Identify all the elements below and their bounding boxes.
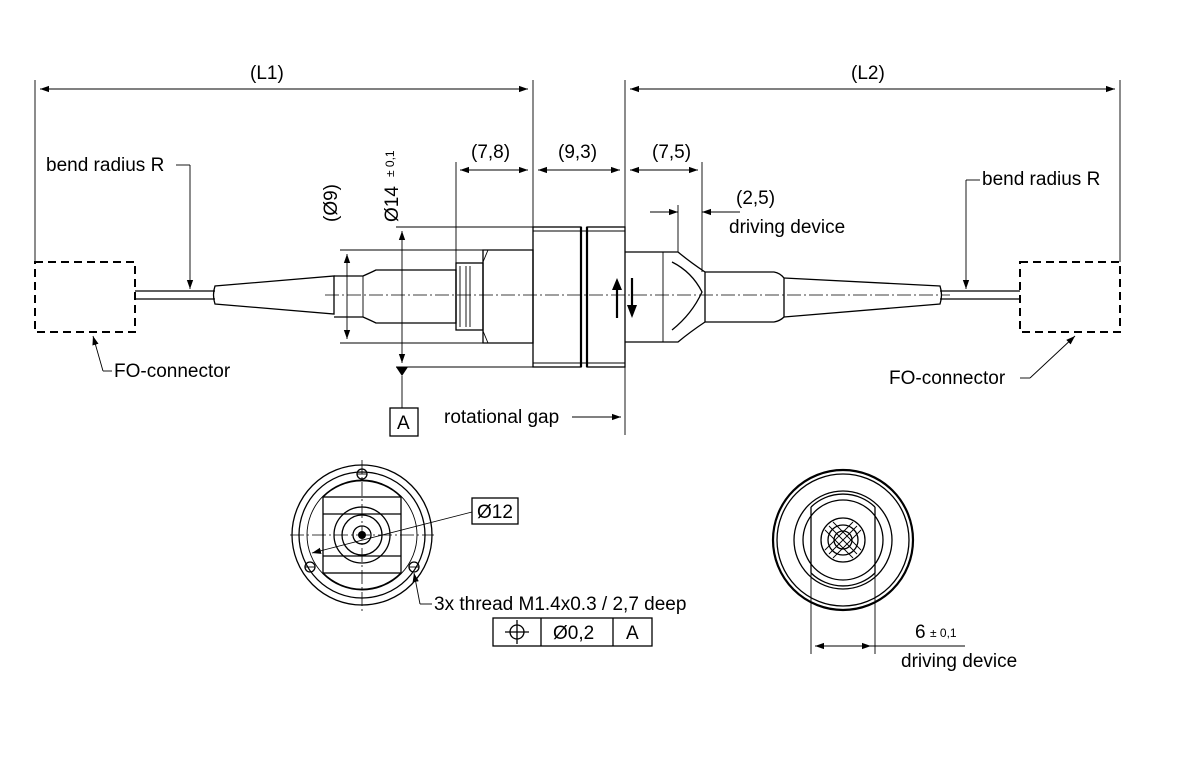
thread-hole-icon xyxy=(304,561,316,573)
tube-left xyxy=(334,269,457,324)
tolerance-frame xyxy=(492,617,653,647)
rotation-arrows-icon xyxy=(612,278,637,318)
fiber-cable-right xyxy=(940,290,1020,300)
front-view-left xyxy=(290,460,653,647)
label-rotational-gap: rotational gap xyxy=(444,407,559,428)
fo-connector-left xyxy=(34,261,136,333)
label-driving-device-bottom: driving device xyxy=(901,651,1017,672)
dim-dia12: Ø12 xyxy=(477,502,513,523)
label-bend-radius-right: bend radius R xyxy=(982,169,1100,190)
tube-right xyxy=(705,271,785,323)
thread-hole-icon xyxy=(408,561,420,573)
tolerance-datum: A xyxy=(626,623,639,644)
dim-9-3: (9,3) xyxy=(558,142,597,163)
driving-cone-right xyxy=(625,251,706,343)
dim-dia14-tol: ± 0,1 xyxy=(383,150,397,177)
dim-7-8: (7,8) xyxy=(471,142,510,163)
label-bend-radius-left: bend radius R xyxy=(46,155,164,176)
dim-7-5: (7,5) xyxy=(652,142,691,163)
dim-dia14: Ø14 xyxy=(382,186,403,222)
dim-dia9: (Ø9) xyxy=(321,184,342,222)
rotor-body xyxy=(586,226,626,368)
dia12-frame xyxy=(471,497,519,525)
dim-l2: (L2) xyxy=(851,63,885,84)
dim-l1: (L1) xyxy=(250,63,284,84)
front-view-right xyxy=(771,468,965,654)
strain-relief-left xyxy=(212,275,335,315)
tolerance-value: Ø0,2 xyxy=(553,623,594,644)
side-view xyxy=(34,226,1121,368)
housing-left xyxy=(482,249,534,344)
dim-six-tol: ± 0,1 xyxy=(930,626,957,640)
stator-body xyxy=(532,226,582,368)
fiber-cable-left xyxy=(135,290,215,300)
dim-six: 6 xyxy=(915,622,926,643)
dimension-lines xyxy=(34,80,1121,437)
label-datum-a: A xyxy=(397,413,410,434)
label-thread-note: 3x thread M1.4x0.3 / 2,7 deep xyxy=(434,594,686,615)
thread-hole-icon xyxy=(356,468,368,480)
label-driving-device-top: driving device xyxy=(729,217,845,238)
text-labels: (L1) (L2) (7,8) (9,3) (7,5) (2,5) (Ø9) Ø… xyxy=(46,63,1100,672)
position-tolerance-icon xyxy=(505,620,529,644)
datum-frame xyxy=(389,407,419,437)
strain-relief-right xyxy=(783,277,943,318)
dim-2-5: (2,5) xyxy=(736,188,775,209)
label-fo-connector-left: FO-connector xyxy=(114,361,231,382)
label-fo-connector-right: FO-connector xyxy=(889,368,1006,389)
fo-connector-right xyxy=(1019,261,1121,333)
